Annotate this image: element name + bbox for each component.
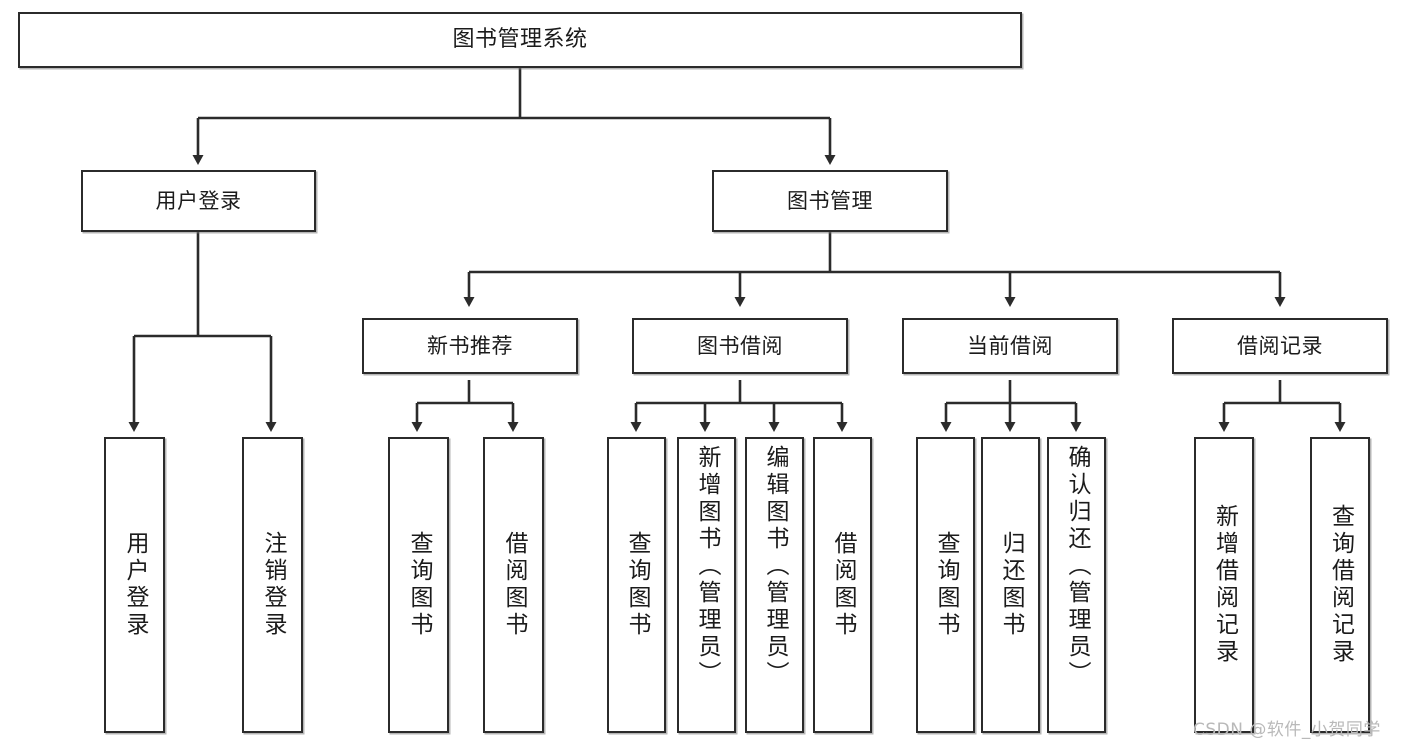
node-book-borrow[interactable]: 图书借阅 [632,318,848,374]
leaf-user-login[interactable]: 用户登录 [104,437,165,733]
node-label: 借阅记录 [1237,333,1323,358]
node-label: 新增图书（管理员） [694,445,720,688]
leaf-query-book-borrow[interactable]: 查询图书 [607,437,666,733]
node-book-management[interactable]: 图书管理 [712,170,948,232]
node-borrow-records[interactable]: 借阅记录 [1172,318,1388,374]
csdn-watermark: CSDN @软件_小贺同学 [1193,720,1381,740]
leaf-add-book-admin[interactable]: 新增图书（管理员） [677,437,736,733]
node-label: 查询图书 [933,531,959,639]
node-label: 图书管理 [787,188,873,213]
node-label: 编辑图书（管理员） [762,445,788,688]
node-label: 用户登录 [155,188,242,213]
node-label: 确认归还（管理员） [1064,445,1090,688]
leaf-edit-book-admin[interactable]: 编辑图书（管理员） [745,437,804,733]
node-user-login[interactable]: 用户登录 [81,170,316,232]
leaf-confirm-return-admin[interactable]: 确认归还（管理员） [1047,437,1106,733]
node-label: 用户登录 [122,531,148,639]
leaf-borrow-book-newbook[interactable]: 借阅图书 [483,437,544,733]
node-root-system[interactable]: 图书管理系统 [18,12,1022,68]
node-label: 当前借阅 [967,333,1053,358]
node-label: 查询借阅记录 [1327,504,1354,666]
node-new-book-recommend[interactable]: 新书推荐 [362,318,578,374]
leaf-query-book-current[interactable]: 查询图书 [916,437,975,733]
leaf-add-borrow-record[interactable]: 新增借阅记录 [1194,437,1254,733]
node-label: 图书管理系统 [452,27,588,53]
node-label: 借阅图书 [830,531,856,639]
node-current-borrow[interactable]: 当前借阅 [902,318,1118,374]
node-label: 归还图书 [998,531,1024,639]
node-label: 查询图书 [406,531,432,639]
leaf-query-book-newbook[interactable]: 查询图书 [388,437,449,733]
leaf-return-book[interactable]: 归还图书 [981,437,1040,733]
node-label: 图书借阅 [697,333,783,358]
leaf-borrow-book[interactable]: 借阅图书 [813,437,872,733]
node-label: 借阅图书 [501,531,527,639]
node-label: 新书推荐 [427,333,513,358]
leaf-logout-login[interactable]: 注销登录 [242,437,303,733]
leaf-query-borrow-record[interactable]: 查询借阅记录 [1310,437,1370,733]
node-label: 注销登录 [260,531,286,639]
node-label: 新增借阅记录 [1211,504,1238,666]
node-label: 查询图书 [624,531,650,639]
